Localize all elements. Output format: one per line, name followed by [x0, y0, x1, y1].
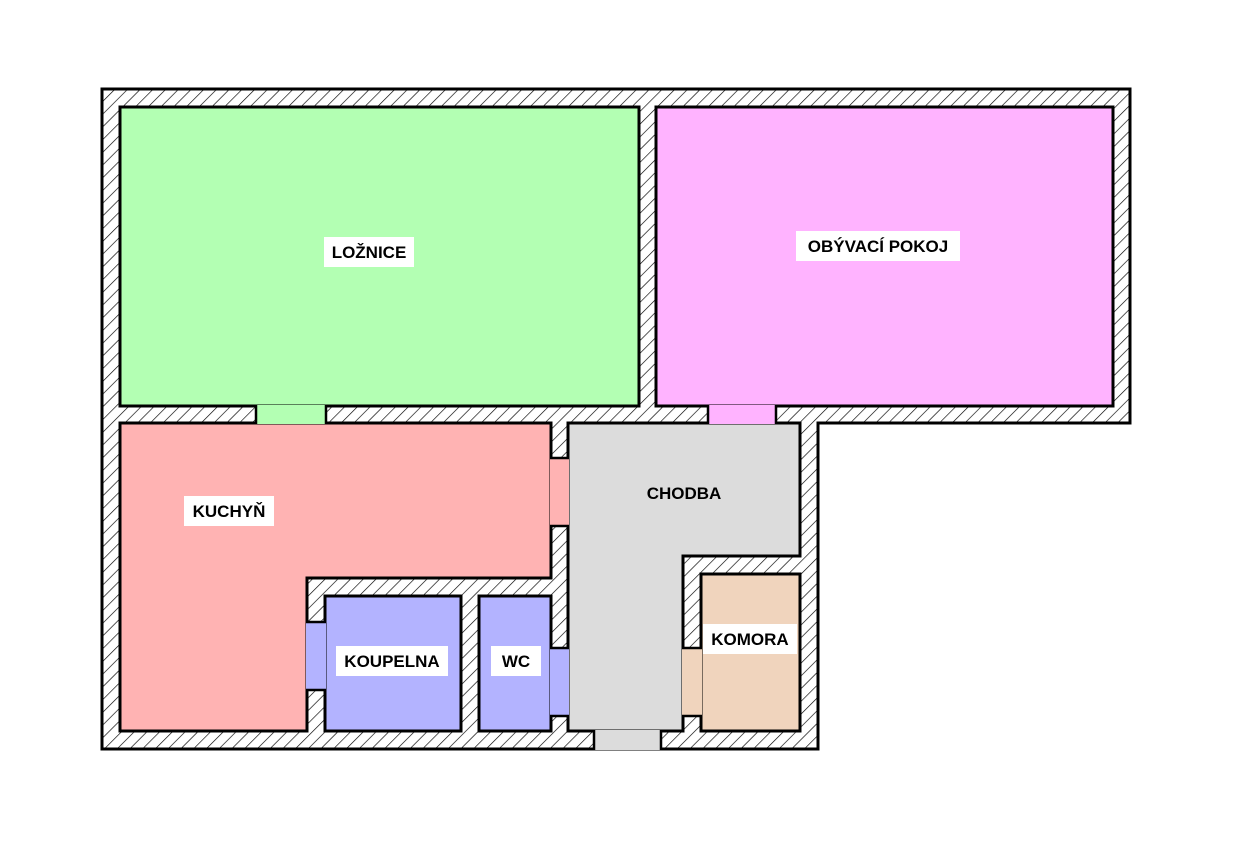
- label-obyvaci-pokoj-text: OBÝVACÍ POKOJ: [808, 237, 948, 256]
- label-wc: WC: [491, 646, 541, 676]
- door-koupelna: [306, 622, 326, 690]
- door-komora: [682, 648, 702, 716]
- door-kuchyn: [550, 458, 569, 526]
- label-wc-text: WC: [502, 652, 530, 671]
- label-loznice: LOŽNICE: [324, 237, 414, 267]
- label-chodba: CHODBA: [637, 478, 731, 508]
- room-chodba: [566, 421, 802, 733]
- label-loznice-text: LOŽNICE: [332, 243, 407, 262]
- door-loznice: [256, 405, 326, 424]
- label-koupelna: KOUPELNA: [336, 646, 448, 676]
- label-kuchyn-text: KUCHYŇ: [193, 502, 266, 521]
- door-wc: [550, 648, 569, 716]
- label-koupelna-text: KOUPELNA: [344, 652, 439, 671]
- door-obyvaci-pokoj: [708, 405, 776, 424]
- label-komora-text: KOMORA: [711, 630, 788, 649]
- label-obyvaci-pokoj: OBÝVACÍ POKOJ: [796, 231, 960, 261]
- label-komora: KOMORA: [703, 624, 797, 654]
- entrance-door: [594, 730, 661, 750]
- label-chodba-text: CHODBA: [647, 484, 722, 503]
- label-kuchyn: KUCHYŇ: [184, 496, 274, 526]
